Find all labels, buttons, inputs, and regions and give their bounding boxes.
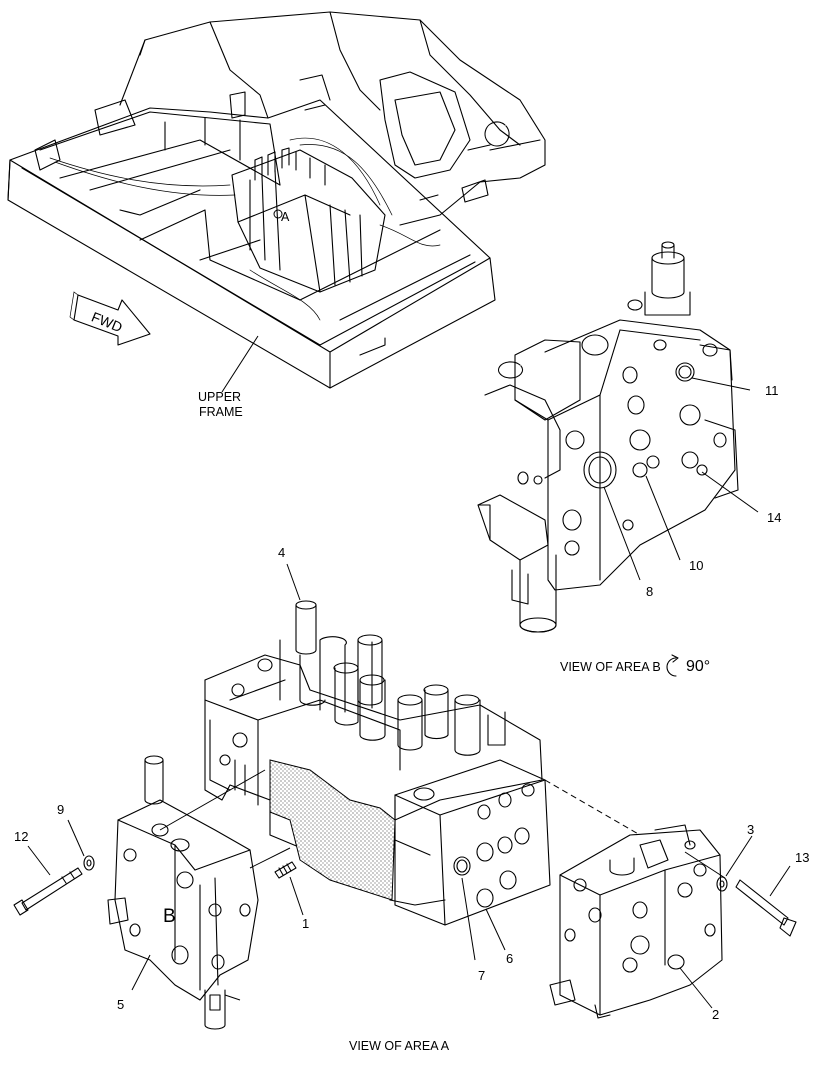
callout-7: 7 [478,968,485,983]
callout-8: 8 [646,584,653,599]
bolt-left [13,867,83,916]
callout-11: 11 [765,383,779,398]
valve-section-b-detail [477,241,739,633]
area-b-leaders [603,377,759,581]
area-a-leaders [27,563,791,1009]
area-b-marker: B [163,906,176,927]
callout-13: 13 [795,850,809,865]
washer-left [83,855,95,871]
rotate-90-icon [666,654,679,677]
washer-left-hole [86,859,92,867]
washer-right [716,876,728,892]
callout-12: 12 [14,829,28,844]
callout-4: 4 [278,545,285,560]
callout-10: 10 [689,558,703,573]
upper-frame-leader [221,335,259,393]
fwd-label: FWD [89,309,125,336]
upper-frame-illustration [7,11,546,389]
callout-1: 1 [302,916,309,931]
upper-frame-label-line2: FRAME [199,405,243,419]
callout-9: 9 [57,802,64,817]
area-a-dot [273,209,283,219]
view-area-b-label: VIEW OF AREA B [560,660,661,674]
area-a-marker: A [281,210,290,224]
callout-14: 14 [767,510,781,525]
callout-6: 6 [506,951,513,966]
valve-section-right [549,824,723,1019]
callout-2: 2 [712,1007,719,1022]
fitting-plug [274,861,297,879]
view-area-a-label: VIEW OF AREA A [349,1039,450,1053]
callout-5: 5 [117,997,124,1012]
bolt-right [735,879,797,937]
callout-3: 3 [747,822,754,837]
washer-right-hole [719,880,725,888]
valve-section-left [107,755,259,1030]
rotation-label: 90° [686,658,710,675]
gasket-plate [269,759,396,901]
upper-frame-label-line1: UPPER [198,390,241,404]
fwd-arrow-icon: FWD [69,291,151,346]
assembly-lines [159,769,726,1001]
